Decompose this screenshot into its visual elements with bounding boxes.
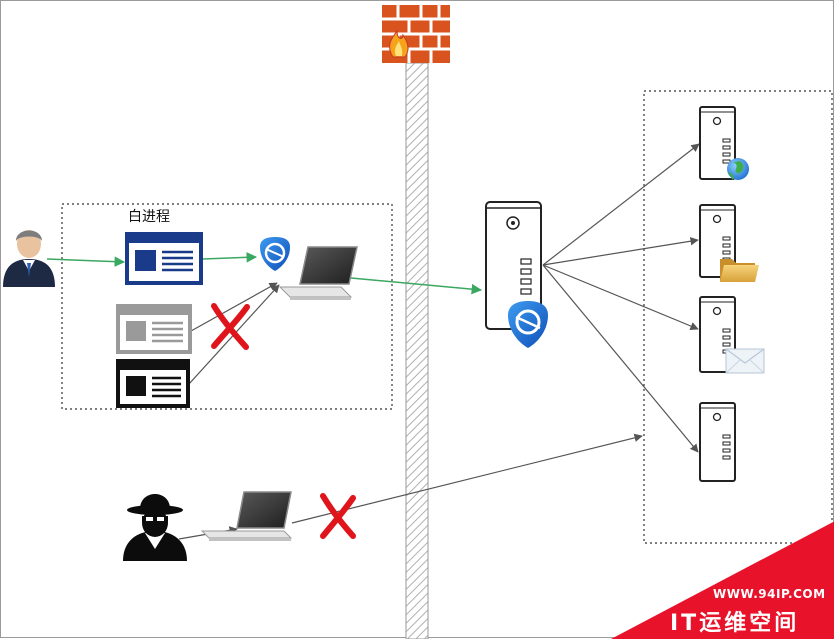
trusted-process-window-icon <box>125 232 203 285</box>
firewall-icon <box>382 5 450 63</box>
watermark-logo <box>611 521 834 639</box>
person-icon <box>3 230 55 287</box>
edge-gateway-to-app <box>542 264 699 453</box>
edge-gray-to-laptop <box>190 282 278 332</box>
blocked-x-icon <box>211 303 250 350</box>
folder-icon <box>720 259 759 282</box>
envelope-icon <box>725 348 765 374</box>
blocked-x-icon <box>320 493 356 539</box>
edge-gateway-to-web <box>542 143 700 266</box>
client-group-label: 白进程 <box>128 209 170 225</box>
web-server-icon <box>699 106 736 180</box>
edge-hacker-laptop-to-servers <box>291 433 643 524</box>
edge-gateway-to-mail <box>542 264 699 330</box>
app-server-icon <box>699 402 736 482</box>
edge-user-to-trusted <box>46 256 126 267</box>
watermark-url: WWW.94IP.COM <box>713 587 826 601</box>
shield-icon <box>508 301 548 348</box>
edges <box>46 143 700 540</box>
laptop-icon <box>200 491 293 541</box>
untrusted-process-black-window-icon <box>116 359 190 408</box>
edge-trusted-to-laptop <box>202 252 258 263</box>
laptop-icon <box>278 246 358 300</box>
globe-icon <box>727 158 749 180</box>
untrusted-process-gray-window-icon <box>116 304 192 354</box>
edge-laptop-to-gateway <box>350 277 483 295</box>
client-zone <box>61 203 393 410</box>
firewall-wall <box>405 62 429 640</box>
gateway-server-icon <box>485 201 542 330</box>
hacker-icon <box>123 494 187 561</box>
edge-gateway-to-file <box>542 237 699 266</box>
watermark-brand: IT运维空间 <box>670 611 800 636</box>
shield-icon <box>260 237 290 271</box>
